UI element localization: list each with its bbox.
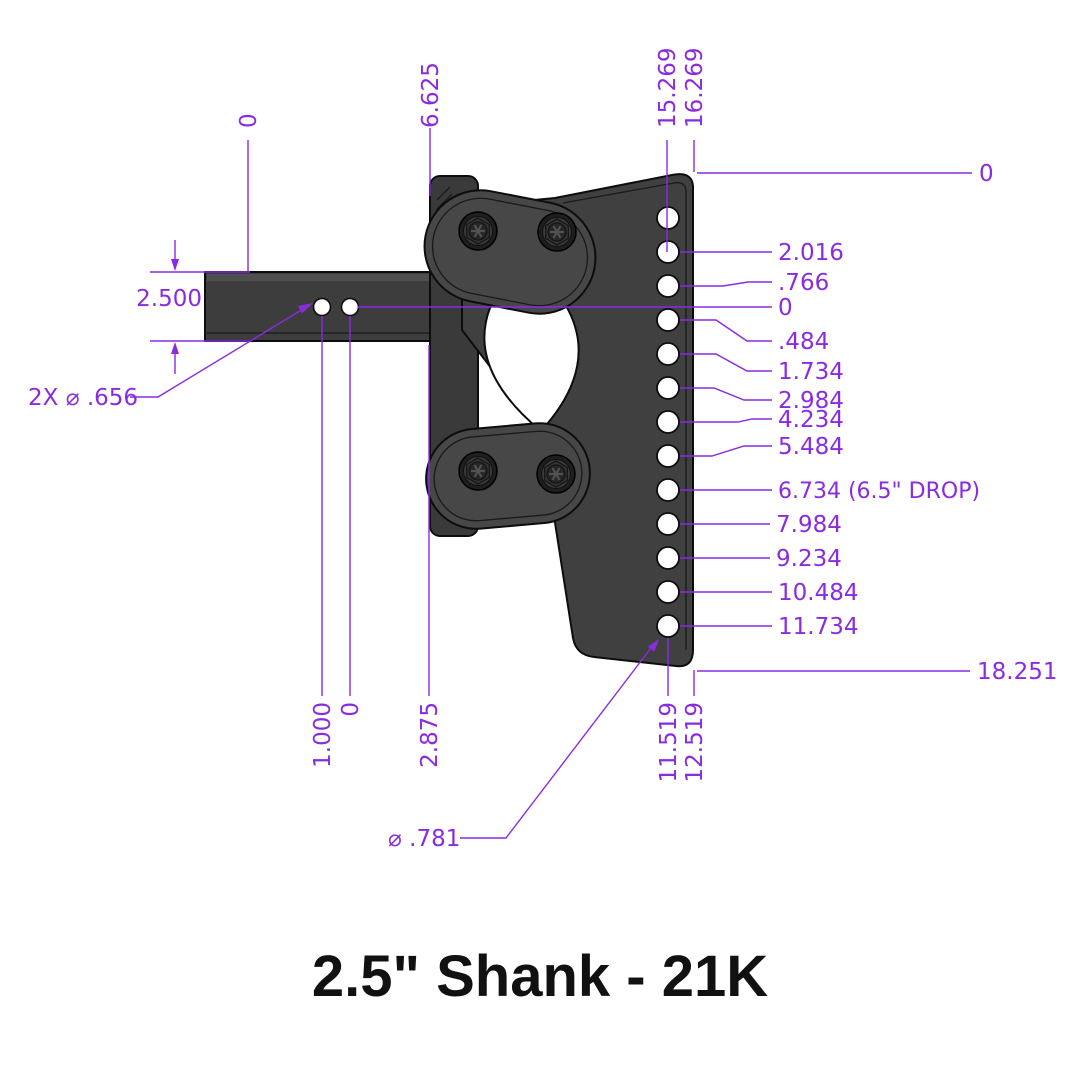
shank-pin-hole-rear <box>340 297 360 317</box>
lower-clamp-plate <box>425 422 591 530</box>
dim-label: 1.734 <box>778 359 844 385</box>
dimension-shank-height: 2.500 <box>136 240 250 374</box>
dim-label: 11.734 <box>778 614 858 640</box>
dim-label: 15.269 <box>655 48 681 128</box>
dim-label: 12.519 <box>682 702 708 782</box>
shank-pin-hole-front <box>312 297 332 317</box>
bolt-icon <box>537 212 577 252</box>
dimension-right-centerline: 0 <box>358 295 793 321</box>
dimension-shank-pin-holes: 2X ⌀ .656 <box>28 303 313 411</box>
drawing-title: 2.5" Shank - 21K <box>312 944 768 1009</box>
dim-label: 11.519 <box>656 702 682 782</box>
dimension-right-1734: 1.734 <box>680 353 844 385</box>
dimension-top-hole-column: 15.269 <box>655 48 681 252</box>
dim-label: ⌀ .781 <box>388 826 460 852</box>
bolt-icon <box>458 451 498 491</box>
dim-label: 16.269 <box>682 48 708 128</box>
dimension-top-head-face: 6.625 <box>418 62 444 196</box>
clamp-bolts <box>458 211 577 494</box>
dim-label: 18.251 <box>977 659 1057 685</box>
dimension-right-2016: 2.016 <box>680 240 844 266</box>
dim-label: 9.234 <box>776 546 842 572</box>
dimension-right-766: .766 <box>680 270 829 296</box>
dimension-right-9234: 9.234 <box>680 546 842 572</box>
dimension-right-top-corner: 0 <box>697 161 994 187</box>
dim-label: 2.500 <box>136 286 202 312</box>
dim-label: 6.625 <box>418 62 444 128</box>
dim-label: .484 <box>778 329 829 355</box>
dim-label: 0 <box>236 113 262 128</box>
bolt-icon <box>536 454 576 494</box>
dimension-right-5484: 5.484 <box>680 434 844 460</box>
dimension-bottom-head-face: 2.875 <box>417 345 443 768</box>
dimension-right-11734: 11.734 <box>680 614 858 640</box>
dimension-bottom-hole-column: 11.519 <box>656 638 682 782</box>
dimension-bottom-rear-pin: 0 <box>338 316 364 717</box>
dimension-bottom-plate-face: 12.519 <box>682 670 708 782</box>
dim-label: 2.984 <box>778 388 844 414</box>
dim-label: 2.016 <box>778 240 844 266</box>
dim-label: 0 <box>338 702 364 717</box>
dimension-right-7984: 7.984 <box>680 512 842 538</box>
dimension-top-origin: 0 <box>236 113 262 271</box>
dimension-right-overall: 18.251 <box>697 659 1057 685</box>
dimension-bottom-front-pin: 1.000 <box>310 316 336 768</box>
dim-label: 0 <box>979 161 994 187</box>
dimension-top-plate-face: 16.269 <box>682 48 708 172</box>
dim-label: 2.875 <box>417 702 443 768</box>
dim-label: 1.000 <box>310 702 336 768</box>
dim-label: .766 <box>778 270 829 296</box>
dim-label: 2X ⌀ .656 <box>28 385 138 411</box>
bolt-icon <box>458 211 498 251</box>
dim-label: 6.734 (6.5" DROP) <box>778 479 980 504</box>
dimension-right-6734-drop: 6.734 (6.5" DROP) <box>680 479 980 504</box>
dim-label: 7.984 <box>776 512 842 538</box>
dim-label: 5.484 <box>778 434 844 460</box>
adjustment-hole-column <box>656 206 680 638</box>
dimension-right-2984: 2.984 <box>680 387 844 414</box>
dimension-hole-diameter: ⌀ .781 <box>388 639 659 852</box>
dimension-right-10484: 10.484 <box>680 580 858 606</box>
dim-label: 4.234 <box>778 407 844 433</box>
dim-label: 10.484 <box>778 580 858 606</box>
dim-label: 0 <box>778 295 793 321</box>
dimension-right-4234: 4.234 <box>680 407 844 433</box>
dimension-right-484: .484 <box>680 319 829 355</box>
